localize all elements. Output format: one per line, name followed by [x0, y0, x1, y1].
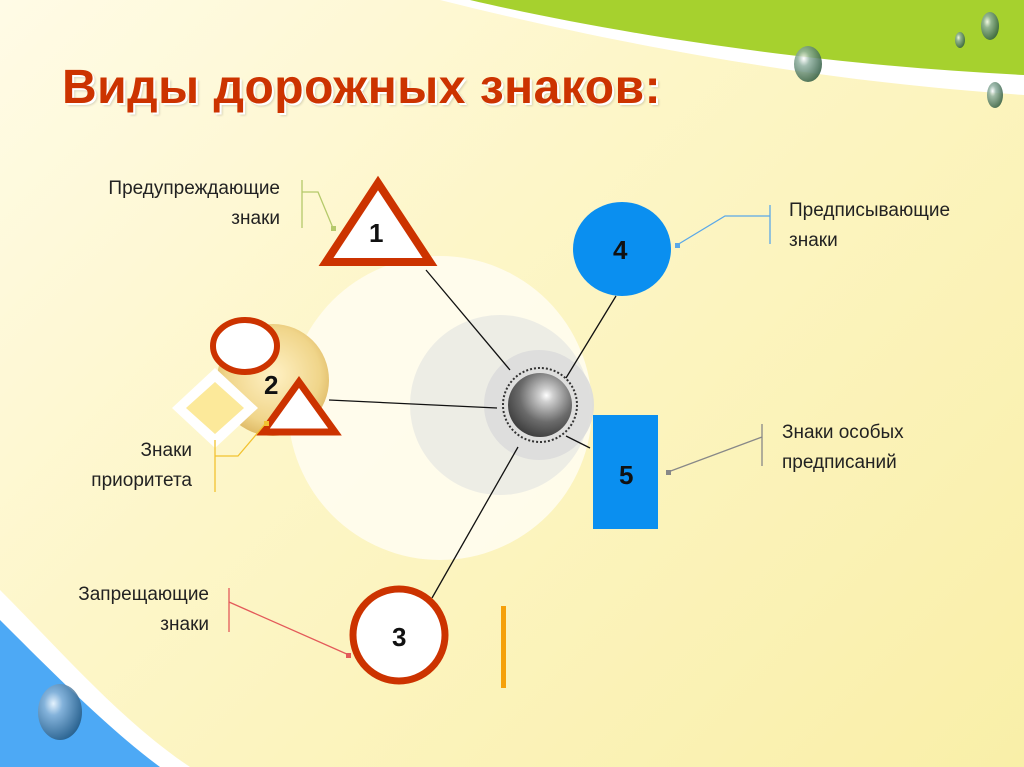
label-line: приоритета [91, 470, 192, 491]
label-special-signs: Знаки особых предписаний [782, 418, 904, 478]
sign-5-special-rectangle[interactable] [593, 415, 658, 529]
priority-diamond [172, 368, 258, 448]
hub-connectors [328, 269, 617, 599]
label-line: Предупреждающие [108, 178, 280, 199]
label-line: знаки [160, 614, 209, 635]
callout-mandatory [676, 205, 771, 246]
label-line: знаки [231, 208, 280, 229]
sign-4-number: 4 [613, 235, 628, 265]
hub-dotted-ring [502, 367, 578, 443]
green-swoosh-decoration [440, 0, 1024, 95]
sign-3-number: 3 [392, 622, 407, 652]
label-line: знаки [789, 230, 838, 251]
label-prohibitory-signs: Запрещающие знаки [78, 580, 209, 640]
callout-warning [301, 180, 334, 229]
label-mandatory-signs: Предписывающие знаки [789, 196, 950, 256]
label-warning-signs: Предупреждающие знаки [108, 174, 280, 234]
label-line: Знаки особых [782, 422, 904, 443]
callout-priority [214, 422, 267, 492]
water-drop-decoration [38, 12, 1003, 740]
label-line: Знаки [140, 440, 192, 461]
callout-special [667, 424, 763, 473]
priority-red-triangle [256, 376, 342, 436]
label-line: Запрещающие [78, 584, 209, 605]
priority-red-circle [210, 317, 280, 375]
callout-prohibitory [228, 588, 350, 656]
orange-bar-decoration [501, 606, 506, 688]
label-priority-signs: Знаки приоритета [91, 436, 192, 496]
page-title: Виды дорожных знаков: [62, 61, 662, 114]
sign-3-prohibitory-circle[interactable] [349, 585, 449, 685]
sign-1-number: 1 [369, 218, 384, 248]
label-line: предписаний [782, 452, 897, 473]
label-line: Предписывающие [789, 200, 951, 221]
sign-4-mandatory-circle[interactable] [573, 202, 671, 296]
sign-2-priority-group[interactable] [172, 317, 342, 448]
sign-2-number: 2 [264, 370, 279, 400]
sign-1-warning-triangle[interactable] [318, 175, 438, 266]
hub-sphere [508, 373, 572, 437]
sign-5-number: 5 [619, 460, 634, 490]
